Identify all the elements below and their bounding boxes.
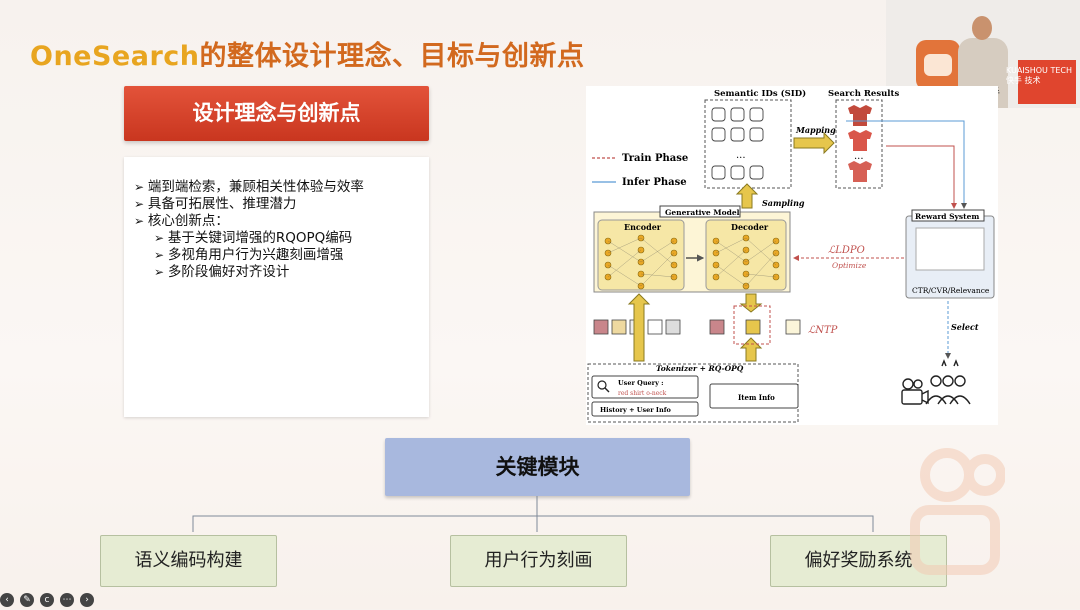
user-query-label: User Query : [618,379,664,387]
sid-ellipsis: ... [736,150,746,161]
item-info-box [709,383,799,409]
user-query-box [591,375,699,399]
sign-cn: 快手 技术 [1005,76,1041,85]
sid-label: Semantic IDs (SID) [714,88,806,99]
encoder-label: Encoder [624,222,662,232]
section-header: 设计理念与创新点 [124,86,429,141]
optimize-label: Optimize [832,261,867,270]
mapping-arrow [793,131,835,155]
presentation-toolbar: ‹ ✎ c ⋯ › [0,593,94,609]
next-icon[interactable]: › [80,593,94,607]
module-semantic-encoding: 语义编码构建 [100,535,277,587]
bullet-1: 端到端检索，兼顾相关性体验与效率 [134,179,364,196]
history-box [591,401,699,417]
slide-title: OneSearch的整体设计理念、目标与创新点 [30,34,585,73]
pen-icon[interactable]: ✎ [20,593,34,607]
ldpo-loss-label: ℒLDPO [828,245,865,256]
architecture-diagram: Semantic IDs (SID) ... Mapping Search Re… [586,86,998,425]
decoder-block [705,219,787,291]
item-info-label: Item Info [738,393,775,402]
tokenizer-label: Tokenizer + RQ-OPQ [656,364,744,373]
bullet-3: 核心创新点： [134,213,364,230]
search-results-label: Search Results [828,89,899,99]
decoder-output-arrow [739,293,763,313]
history-label: History + User Info [600,406,671,414]
encoder-input-arrow [627,293,651,362]
shirt-icon [848,130,872,151]
content-panel: 端到端检索，兼顾相关性体验与效率 具备可拓展性、推理潜力 核心创新点： 基于关键… [124,157,429,417]
legend-infer: Infer Phase [622,177,687,188]
user-query-text: red shirt o-neck [618,390,667,397]
results-ellipsis: ... [854,151,864,162]
sub-bullet-3: 多阶段偏好对齐设计 [134,264,364,281]
camera-icon [901,378,929,405]
reward-diagram [915,227,985,271]
module-user-behavior: 用户行为刻画 [450,535,627,587]
captions-icon[interactable]: c [40,593,54,607]
bullet-2: 具备可拓展性、推理潜力 [134,196,364,213]
search-results-box [835,99,883,189]
select-label: Select [951,322,979,332]
mapping-label: Mapping [795,125,836,135]
legend-train: Train Phase [622,153,688,164]
decoder-label: Decoder [731,222,769,232]
shirt-icon [848,161,872,182]
sub-bullet-2: 多视角用户行为兴趣刻画增强 [134,247,364,264]
output-tokens [709,319,801,335]
reward-system-label: Reward System [915,212,979,221]
prev-icon[interactable]: ‹ [0,593,14,607]
decorative-logo-watermark [910,448,1005,575]
sampling-label: Sampling [762,198,805,208]
reward-metrics: CTR/CVR/Relevance [912,286,990,295]
sampling-arrow [735,183,759,209]
more-icon[interactable]: ⋯ [60,593,74,607]
key-modules-header: 关键模块 [385,438,690,496]
brand-sign [1018,60,1076,104]
search-icon [597,380,607,390]
title-chinese: 的整体设计理念、目标与创新点 [199,41,585,72]
title-latin: OneSearch [30,41,200,72]
tokenizer-box [587,363,799,423]
generative-model-label: Generative Model [665,208,740,217]
sid-grid [711,107,764,180]
sub-bullet-1: 基于关键词增强的RQOPQ编码 [134,230,364,247]
ntp-loss-label: ℒNTP [808,325,838,336]
sign-text: KUAISHOU TECH [1005,66,1072,75]
